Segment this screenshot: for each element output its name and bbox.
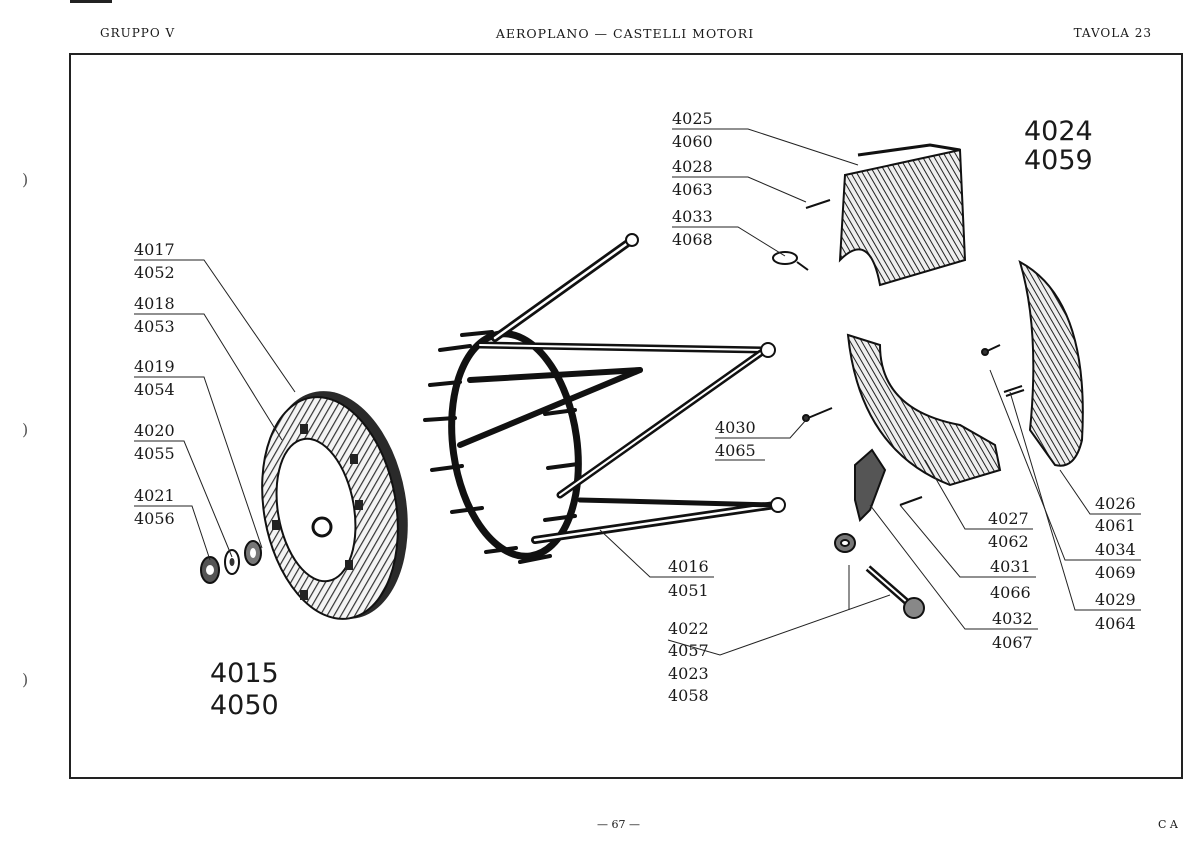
upper-cover-part [838, 143, 967, 287]
assembly-number-4050: 4050 [210, 690, 279, 721]
callout-4051: 4051 [668, 581, 709, 600]
callout-4017: 4017 [134, 240, 175, 259]
assembly-number-4059: 4059 [1024, 145, 1093, 176]
callout-4029: 4029 [1095, 590, 1136, 609]
callout-4034: 4034 [1095, 540, 1136, 559]
callout-4062: 4062 [988, 532, 1029, 551]
binding-hole-mark: ) [22, 170, 29, 189]
lower-cover-part [846, 333, 1002, 487]
callout-4027: 4027 [988, 509, 1029, 528]
front-ring-part [261, 391, 408, 620]
assembly-number-4024: 4024 [1024, 116, 1093, 147]
callout-4019: 4019 [134, 357, 175, 376]
callout-4066: 4066 [990, 583, 1031, 602]
callout-4023: 4023 [668, 664, 709, 683]
callout-4032: 4032 [992, 609, 1033, 628]
callout-4025: 4025 [672, 109, 713, 128]
page-title: AEROPLANO — CASTELLI MOTORI [495, 26, 755, 41]
drawing-frame [69, 53, 1183, 779]
nut-and-washers [200, 540, 262, 584]
spoked-frame-part [423, 233, 786, 564]
callout-4067: 4067 [992, 633, 1033, 652]
callout-underlines [134, 128, 1141, 630]
group-label: GRUPPO V [100, 26, 176, 40]
callout-4068: 4068 [672, 230, 713, 249]
small-fittings [772, 199, 1025, 619]
callout-4031: 4031 [990, 557, 1031, 576]
callout-4055: 4055 [134, 444, 175, 463]
binding-hole-mark: ) [22, 670, 29, 689]
callout-4064: 4064 [1095, 614, 1136, 633]
callout-4057: 4057 [668, 641, 709, 660]
callout-4030: 4030 [715, 418, 756, 437]
callout-labels: 4017 4052 4018 4053 4019 4054 4020 4055 … [134, 109, 1136, 705]
callout-4052: 4052 [134, 263, 175, 282]
callout-4053: 4053 [134, 317, 175, 336]
callout-4022: 4022 [668, 619, 709, 638]
callout-4063: 4063 [672, 180, 713, 199]
callout-4069: 4069 [1095, 563, 1136, 582]
callout-4026: 4026 [1095, 494, 1136, 513]
side-cover-part [1018, 259, 1084, 467]
callout-4016: 4016 [668, 557, 709, 576]
callout-4056: 4056 [134, 509, 175, 528]
callout-4058: 4058 [668, 686, 709, 705]
plate-number: TAVOLA 23 [1073, 26, 1152, 40]
callout-4060: 4060 [672, 132, 713, 151]
callout-4020: 4020 [134, 421, 175, 440]
callout-4018: 4018 [134, 294, 175, 313]
callout-4065: 4065 [715, 441, 756, 460]
binding-hole-mark: ) [22, 420, 29, 439]
callout-4033: 4033 [672, 207, 713, 226]
callout-4021: 4021 [134, 486, 175, 505]
callout-4028: 4028 [672, 157, 713, 176]
callout-4061: 4061 [1095, 516, 1136, 535]
top-edge-mark [70, 0, 112, 3]
footer-mark: C A [1158, 818, 1178, 831]
callout-4054: 4054 [134, 380, 175, 399]
page-number: — 67 — [597, 818, 640, 831]
assembly-number-4015: 4015 [210, 658, 279, 689]
